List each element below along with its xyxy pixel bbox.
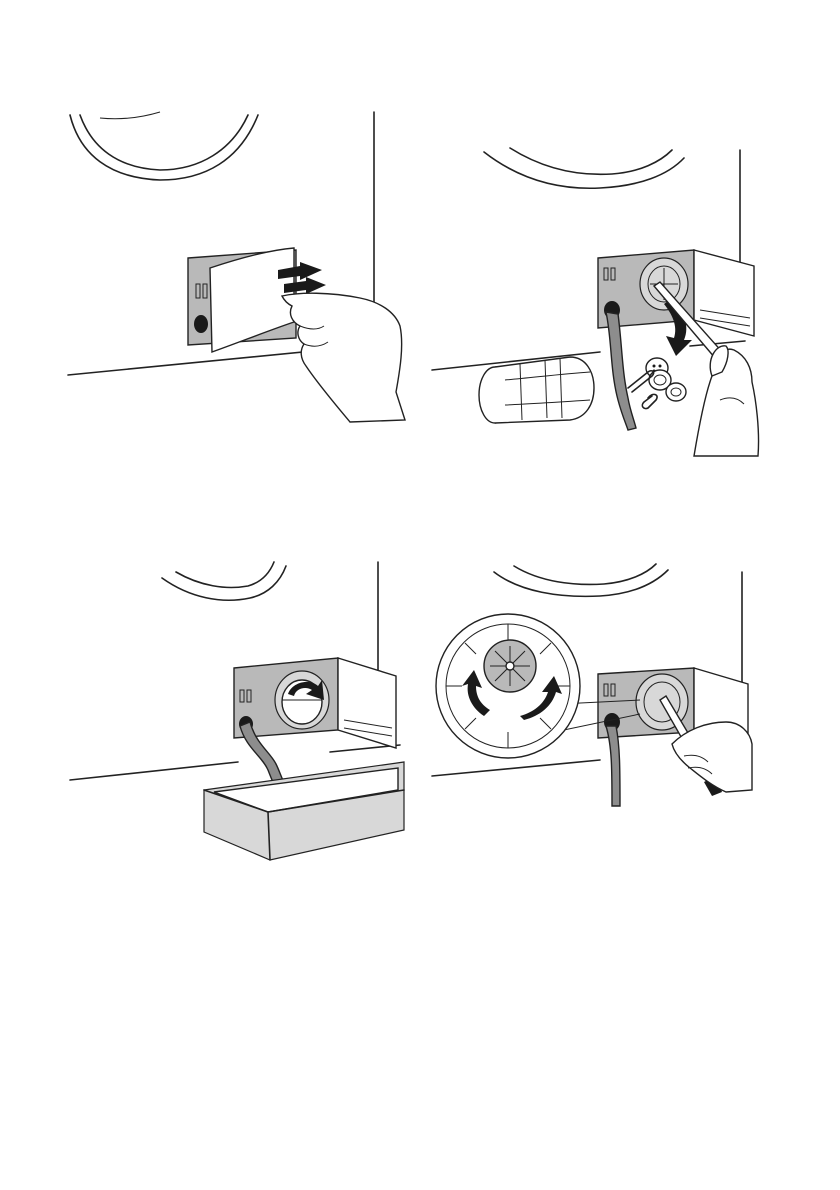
step-1-open-flap-illustration — [68, 112, 405, 422]
water-tray — [204, 762, 404, 860]
drain-hose-outlet — [194, 315, 208, 333]
filter-cartridge — [479, 357, 594, 423]
pointing-hand-icon — [282, 293, 405, 422]
floor-line — [432, 760, 600, 776]
door-porthole — [162, 562, 286, 600]
step-2-remove-filter-illustration — [432, 148, 759, 456]
floor-line — [70, 762, 238, 780]
step-4-turn-impeller-illustration — [432, 564, 752, 806]
service-panel — [234, 658, 396, 748]
door-porthole — [484, 148, 684, 188]
magnifier-detail — [436, 614, 580, 758]
drain-hose — [606, 312, 636, 430]
door-porthole — [70, 112, 258, 180]
drain-hose — [606, 726, 620, 806]
step-3-drain-water-illustration — [70, 562, 404, 860]
coins-and-paperclips — [628, 358, 686, 409]
door-porthole — [494, 564, 668, 596]
